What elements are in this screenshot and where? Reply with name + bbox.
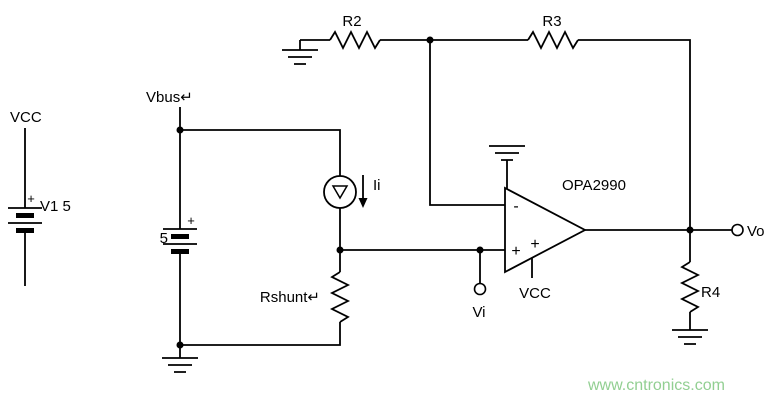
watermark: www.cntronics.com (587, 377, 725, 394)
r4-label: R4 (701, 284, 720, 301)
junction-dot (176, 341, 184, 349)
opamp-noninverting-sign: + (511, 243, 520, 260)
vi-label: Vi (472, 304, 485, 321)
rshunt-label: Rshunt↵ (260, 289, 320, 306)
junction-dot (476, 246, 484, 254)
r3-label: R3 (542, 13, 561, 30)
junction-dot (426, 36, 434, 44)
vbus-label: Vbus↵ (146, 89, 193, 106)
vbus-battery-value-label: 5 (160, 230, 168, 247)
junction-dot (686, 226, 694, 234)
vo-label: Vo (747, 223, 765, 240)
wire-vbus-branch (179, 107, 341, 272)
r2-label: R2 (342, 13, 361, 30)
wire-bottom-rail (179, 251, 341, 358)
junction-dot (176, 126, 184, 134)
grounds (162, 40, 708, 373)
wires (24, 39, 732, 358)
resistor-rshunt (329, 271, 351, 323)
ground-top-left-icon (282, 40, 318, 65)
ground-bottom-left-icon (162, 357, 198, 373)
current-source-icon (323, 175, 357, 209)
ground-r4-icon (672, 329, 708, 345)
wire-inverting-input (429, 40, 505, 206)
current-source-label: Ii (373, 177, 381, 194)
battery-v1-icon (8, 207, 42, 233)
opamp-vcc-label: VCC (519, 285, 551, 302)
current-arrow-icon (358, 175, 368, 208)
vbus-battery-plus-sign: + (187, 213, 195, 228)
wire-top-rail (300, 39, 691, 230)
opamp-inverting-sign: - (513, 198, 518, 215)
ground-opamp-icon (489, 145, 525, 161)
battery-vbus-icon (163, 228, 197, 254)
opamp-triangle (504, 186, 587, 274)
v1-plus-sign: + (27, 191, 35, 206)
resistors (329, 29, 701, 323)
vi-terminal-icon (473, 282, 487, 296)
resistor-r2 (329, 29, 381, 51)
v1-label: V1 5 (40, 198, 71, 215)
opamp-supply-plus-sign: + (530, 236, 539, 253)
vo-terminal-icon (731, 223, 744, 237)
vcc-supply-label: VCC (10, 109, 42, 126)
junction-dots (176, 36, 694, 349)
resistor-r3 (527, 29, 579, 51)
resistor-r4 (679, 261, 701, 313)
junction-dot (336, 246, 344, 254)
opamp-part-label: OPA2990 (562, 177, 626, 194)
